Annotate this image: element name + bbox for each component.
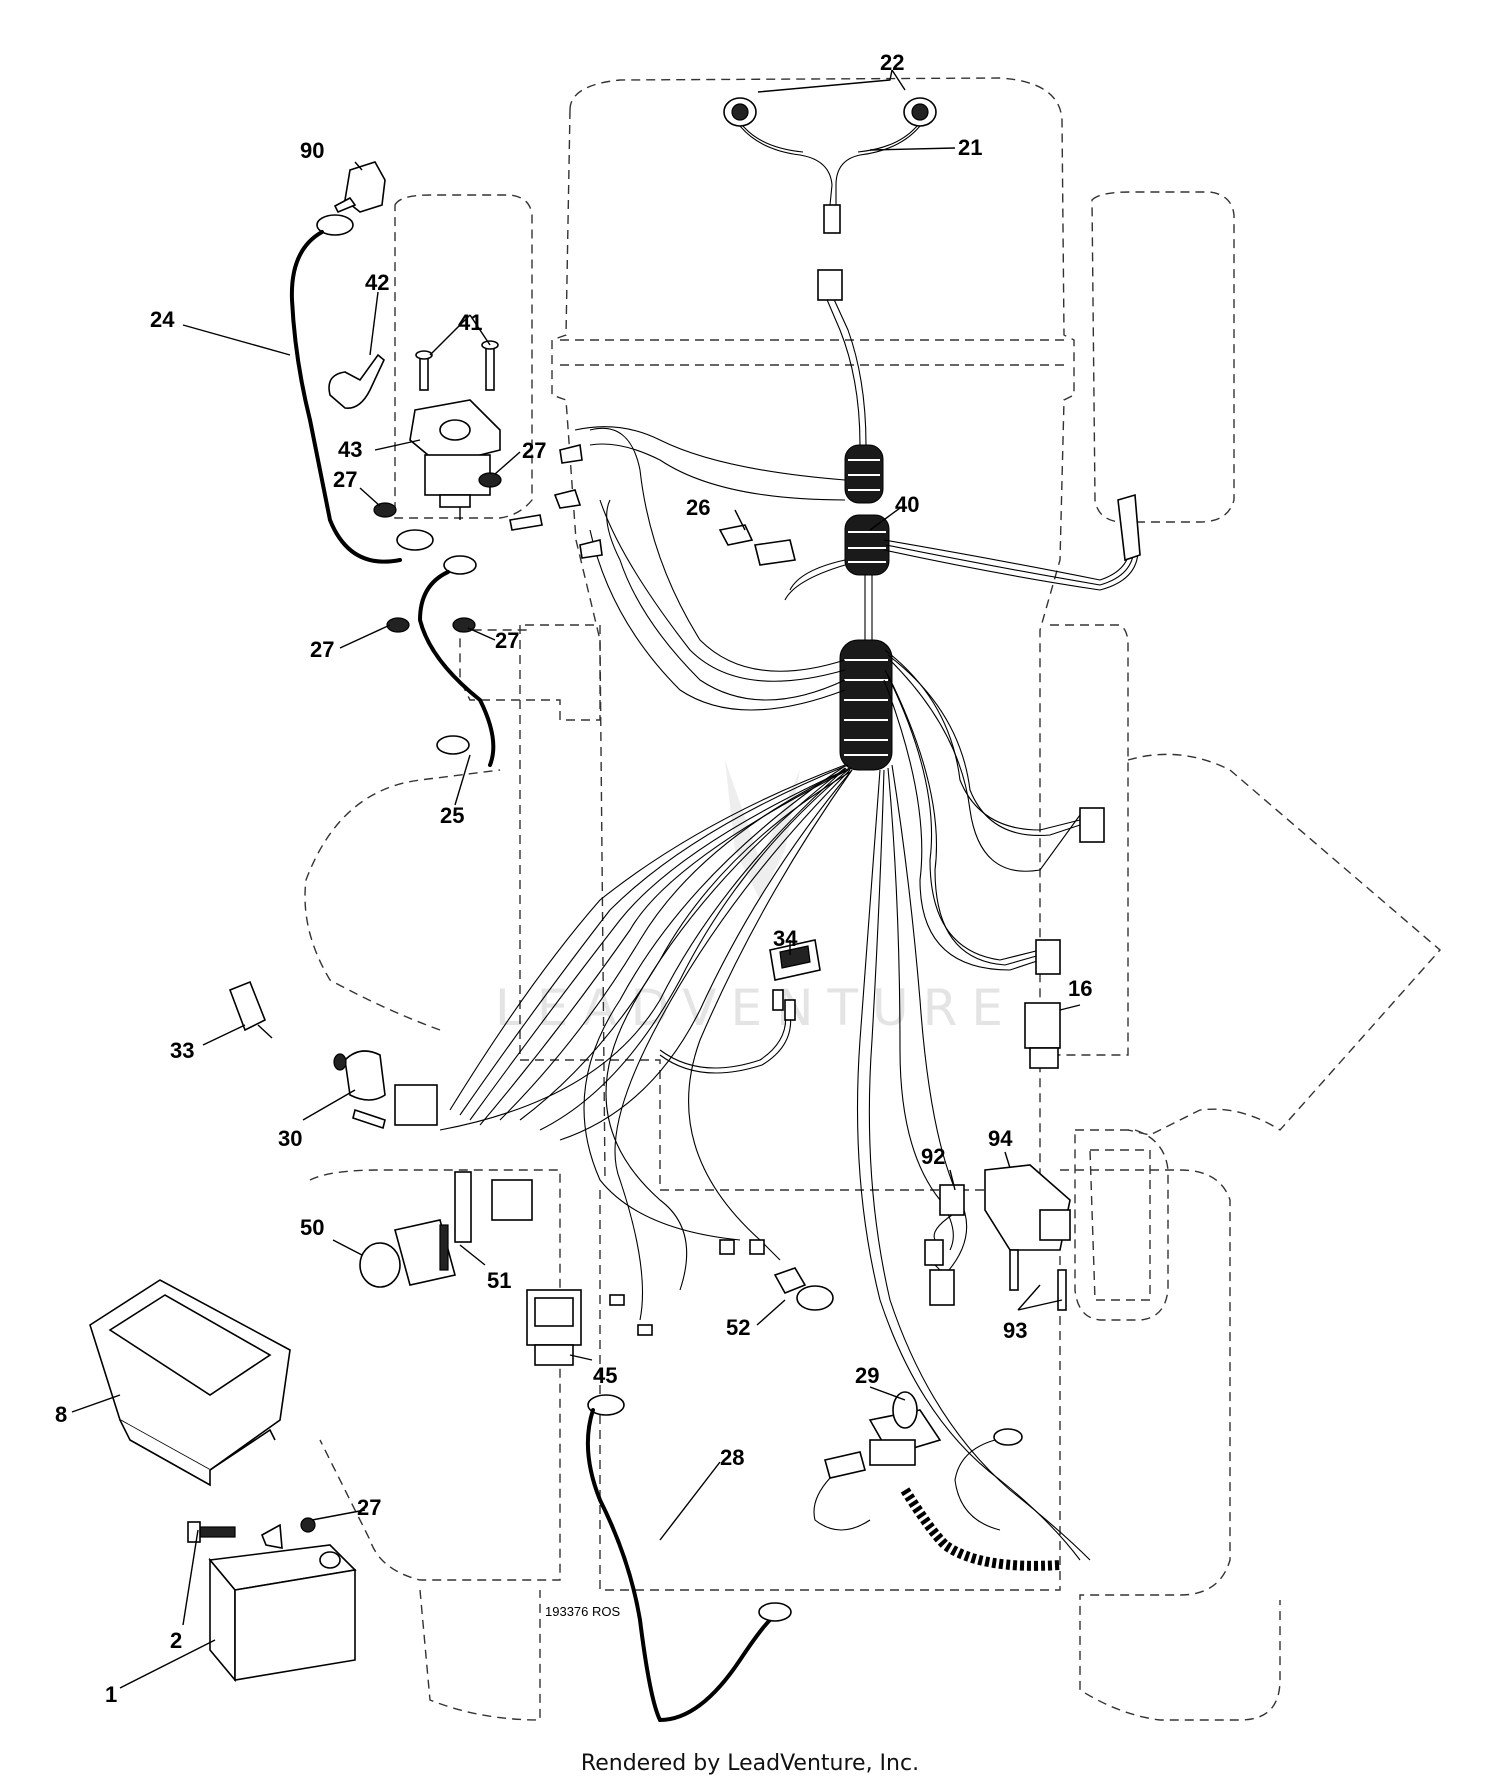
callout-52: 52 [726,1315,750,1340]
callout-93: 93 [1003,1318,1027,1343]
harness-end-connectors [553,444,603,559]
callout-27-a: 27 [522,438,546,463]
part-51-switch [394,1171,533,1286]
part-26-connector [718,524,796,566]
part-25-cable [417,514,543,767]
part-92-harness [924,1184,965,1306]
callout-22: 22 [880,50,904,75]
leader-lines [71,69,1081,1689]
watermark-text: LEADVENTURE [495,979,1017,1037]
part-34-rocker-switch [769,939,821,1021]
callout-26: 26 [686,495,710,520]
part-90-terminal-cover [333,161,386,214]
callout-42: 42 [365,270,389,295]
callout-8: 8 [55,1402,67,1427]
part-24-cable [289,214,434,564]
callout-27-c: 27 [310,637,334,662]
part-30-ignition-switch [333,1050,438,1130]
coiled-cord [900,1487,1061,1571]
callout-92: 92 [921,1144,945,1169]
callout-51: 51 [487,1268,511,1293]
part-27-nuts [300,472,502,1533]
callout-41: 41 [458,310,482,335]
callout-21: 21 [958,135,982,160]
harness-wires [439,426,1139,1561]
part-50-knob [359,1242,401,1288]
part-43-solenoid [409,399,501,520]
part-2-bolt [187,1521,283,1549]
callout-27-e: 27 [357,1495,381,1520]
callout-27-d: 27 [495,628,519,653]
callout-27-b: 27 [333,467,357,492]
part-94-switch [984,1164,1071,1311]
headlight-assembly [723,97,937,301]
callout-30: 30 [278,1126,302,1151]
callout-24: 24 [150,307,175,332]
callout-28: 28 [720,1445,744,1470]
part-45-hour-meter [526,1289,582,1366]
callout-34: 34 [773,926,798,951]
callout-29: 29 [855,1363,879,1388]
tractor-outline [304,77,1441,1721]
callout-25: 25 [440,803,464,828]
footer-credit: Rendered by LeadVenture, Inc. [581,1751,919,1776]
part-28-cable [585,1394,792,1723]
part-16-switch [1024,1002,1061,1069]
callout-40: 40 [895,492,919,517]
callout-2: 2 [170,1628,182,1653]
harness-conduit [824,294,893,771]
part-29-pto-switch [813,1391,1023,1531]
part-42-boot [328,353,385,409]
callout-94: 94 [988,1126,1013,1151]
callout-33: 33 [170,1038,194,1063]
callout-1: 1 [105,1682,117,1707]
part-8-battery-tray [89,1279,291,1487]
callouts: 22 21 90 42 41 24 43 27 27 40 26 27 27 2… [55,50,1092,1707]
callout-45: 45 [593,1363,617,1388]
callout-90: 90 [300,138,324,163]
drawing-number: 193376 ROS [545,1604,620,1619]
callout-16: 16 [1068,976,1092,1001]
lower-connectors [609,1239,765,1336]
part-41-bolts [415,340,499,391]
part-52-lamp [773,1267,834,1311]
right-connectors [1035,493,1141,975]
callout-43: 43 [338,437,362,462]
part-33-key [228,980,273,1039]
part-1-battery [208,1544,357,1683]
watermark: LEADVENTURE [495,760,1017,1037]
callout-50: 50 [300,1215,324,1240]
